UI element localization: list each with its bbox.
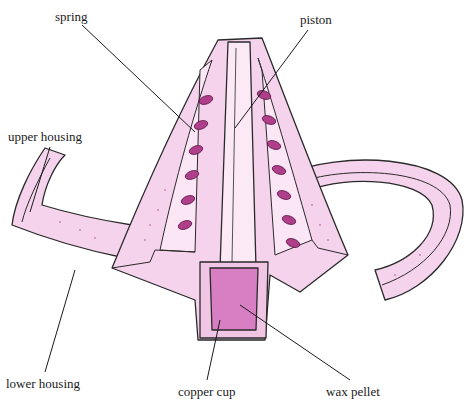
leader-line bbox=[235, 30, 308, 128]
copper-cup bbox=[200, 262, 268, 338]
leader-line bbox=[82, 25, 195, 132]
housing-inner-wall bbox=[160, 60, 212, 252]
part-label: wax pellet bbox=[326, 384, 380, 399]
part-label: copper cup bbox=[178, 384, 235, 399]
housing-body bbox=[112, 38, 348, 340]
leader-line bbox=[240, 305, 350, 380]
wax-pellet bbox=[210, 268, 258, 330]
part-label: piston bbox=[300, 12, 332, 27]
spring-coils bbox=[177, 89, 301, 249]
thermostat-cutaway bbox=[12, 38, 463, 340]
piston-shaft bbox=[220, 42, 256, 268]
leader-line bbox=[30, 147, 50, 212]
leader-lines bbox=[30, 25, 350, 380]
part-label: upper housing bbox=[8, 129, 82, 144]
part-label: spring bbox=[55, 9, 88, 24]
leader-line bbox=[207, 320, 220, 380]
left-flange-rim bbox=[22, 158, 50, 222]
part-label: lower housing bbox=[6, 376, 80, 391]
piston-highlight bbox=[232, 48, 236, 262]
leader-line bbox=[45, 270, 75, 372]
left-flange bbox=[12, 148, 132, 258]
housing-inner-wall bbox=[258, 58, 312, 255]
